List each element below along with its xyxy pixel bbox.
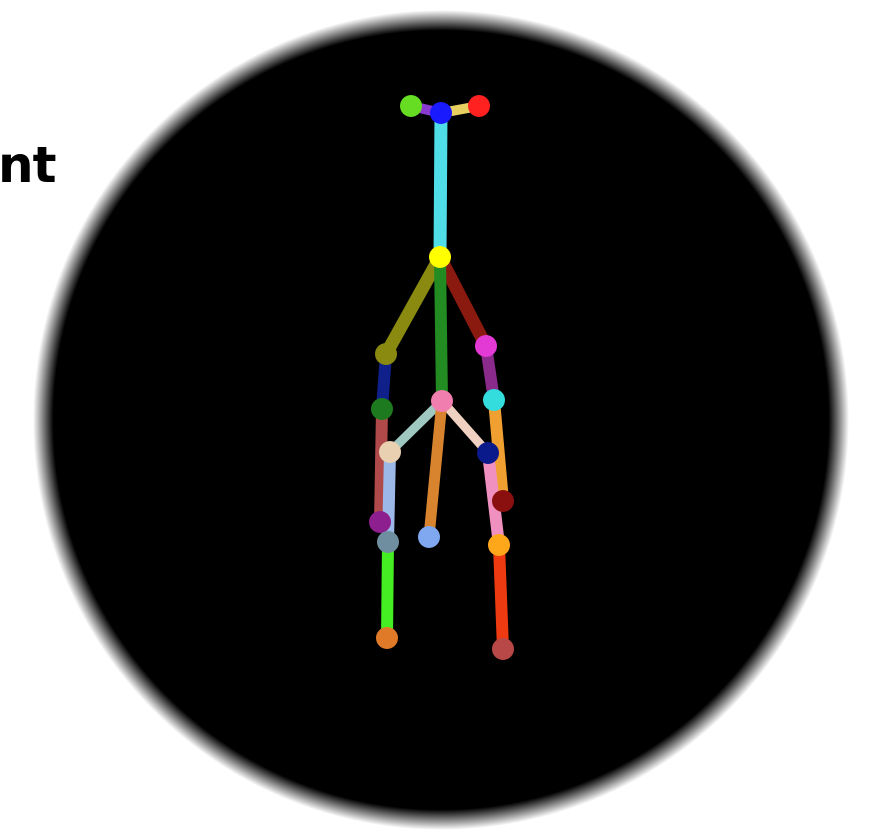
joint-ankle-right (492, 638, 514, 660)
joint-wrist-left (369, 511, 391, 533)
bone-spine (440, 257, 442, 401)
bone-neck-head (440, 113, 441, 257)
bone-forearm-left (380, 409, 382, 522)
bone-shin-right (499, 545, 503, 649)
joint-neck (429, 246, 451, 268)
joint-knee-center (418, 526, 440, 548)
joint-nose (430, 102, 452, 124)
joint-ear-left (400, 95, 422, 117)
caption-fragment: nt (0, 140, 56, 190)
joint-ankle-left (376, 627, 398, 649)
joint-wrist-right (492, 490, 514, 512)
bone-shin-left (387, 542, 388, 638)
joint-hip-left (379, 441, 401, 463)
joint-hip-right (477, 442, 499, 464)
joint-ear-right (468, 95, 490, 117)
joint-knee-left (377, 531, 399, 553)
joint-pelvis (431, 390, 453, 412)
joint-shoulder-right (475, 335, 497, 357)
joint-elbow-left (371, 398, 393, 420)
joint-knee-right (488, 534, 510, 556)
joint-elbow-right (483, 389, 505, 411)
joint-shoulder-left (375, 343, 397, 365)
